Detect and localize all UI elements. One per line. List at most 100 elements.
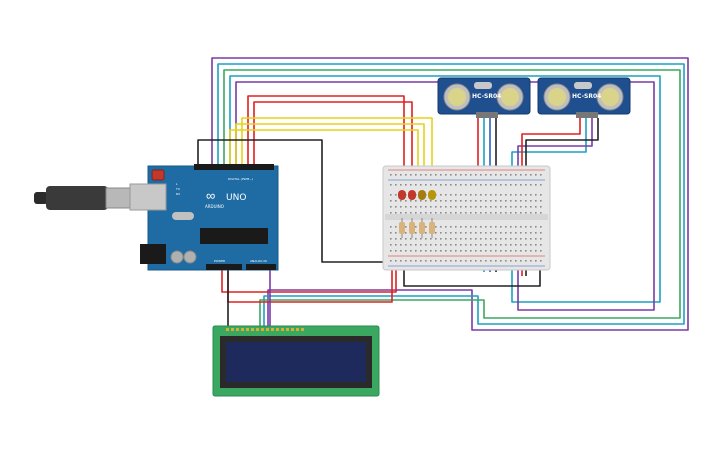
- breadboard-hole: [425, 232, 427, 234]
- resistor-2[interactable]: [409, 218, 415, 238]
- wire-purple-inner[interactable]: [235, 81, 655, 311]
- power-header: [206, 264, 242, 270]
- lcd-pin[interactable]: [296, 328, 299, 331]
- lcd-pin[interactable]: [276, 328, 279, 331]
- resistor-3[interactable]: [419, 218, 425, 238]
- lcd-pin[interactable]: [256, 328, 259, 331]
- breadboard-hole: [535, 194, 537, 196]
- wire-red-led2[interactable]: [253, 101, 413, 198]
- lcd-pin[interactable]: [226, 328, 229, 331]
- breadboard-hole: [515, 226, 517, 228]
- wire-teal-outer[interactable]: [217, 63, 685, 326]
- breadboard-hole: [460, 232, 462, 234]
- breadboard-hole: [460, 206, 462, 208]
- breadboard-hole: [415, 200, 417, 202]
- arduino-infinity-icon: ∞: [206, 188, 215, 203]
- led-3[interactable]: [418, 190, 426, 200]
- resistor-1[interactable]: [399, 218, 405, 238]
- breadboard[interactable]: [382, 165, 551, 271]
- sensor-2-pins: [576, 112, 598, 118]
- breadboard-hole: [390, 260, 392, 262]
- breadboard-hole: [530, 184, 532, 186]
- lcd-pin[interactable]: [286, 328, 289, 331]
- lcd-pin[interactable]: [261, 328, 264, 331]
- breadboard-hole: [435, 174, 437, 176]
- breadboard-hole: [390, 212, 392, 214]
- breadboard-hole: [540, 238, 542, 240]
- wire-yellow-led1[interactable]: [235, 123, 425, 198]
- lcd-pin[interactable]: [271, 328, 274, 331]
- lcd-pin-header: [226, 328, 304, 331]
- breadboard-hole: [455, 184, 457, 186]
- breadboard-hole: [535, 200, 537, 202]
- wire-yellow-led3[interactable]: [229, 129, 419, 198]
- breadboard-hole: [395, 250, 397, 252]
- lcd-pin[interactable]: [231, 328, 234, 331]
- breadboard-hole: [440, 194, 442, 196]
- breadboard-hole: [435, 250, 437, 252]
- breadboard-hole: [515, 238, 517, 240]
- lcd-pin[interactable]: [291, 328, 294, 331]
- lcd-display[interactable]: [212, 325, 380, 397]
- led-1[interactable]: [398, 190, 406, 200]
- wire-black-rail[interactable]: [403, 264, 541, 287]
- lcd-pin[interactable]: [246, 328, 249, 331]
- breadboard-hole: [390, 250, 392, 252]
- breadboard-hole: [465, 232, 467, 234]
- breadboard-hole: [475, 194, 477, 196]
- breadboard-hole: [415, 174, 417, 176]
- breadboard-hole: [420, 200, 422, 202]
- breadboard-hole: [440, 250, 442, 252]
- breadboard-hole: [535, 184, 537, 186]
- lcd-pin[interactable]: [266, 328, 269, 331]
- breadboard-hole: [445, 244, 447, 246]
- lcd-pin[interactable]: [236, 328, 239, 331]
- breadboard-hole: [485, 212, 487, 214]
- arduino-uno[interactable]: ∞ UNO ARDUINO DIGITAL (PWM~) TX RX L POW…: [34, 164, 279, 271]
- analog-header: [246, 264, 276, 270]
- wire-red-led1[interactable]: [247, 95, 405, 198]
- lcd-pin[interactable]: [281, 328, 284, 331]
- arduino-board: [147, 165, 279, 271]
- breadboard-hole: [475, 260, 477, 262]
- lcd-pin[interactable]: [301, 328, 304, 331]
- breadboard-hole: [390, 206, 392, 208]
- breadboard-hole: [480, 244, 482, 246]
- breadboard-hole: [520, 200, 522, 202]
- breadboard-hole: [465, 226, 467, 228]
- ultrasonic-sensor-1[interactable]: HC-SR04: [437, 77, 531, 118]
- wire-green-outer[interactable]: [223, 69, 681, 326]
- breadboard-hole: [435, 260, 437, 262]
- breadboard-hole: [400, 212, 402, 214]
- breadboard-hole: [520, 226, 522, 228]
- breadboard-hole: [485, 232, 487, 234]
- breadboard-hole: [440, 200, 442, 202]
- breadboard-hole: [400, 244, 402, 246]
- led-4[interactable]: [428, 190, 436, 200]
- led-2[interactable]: [408, 190, 416, 200]
- reset-button[interactable]: [151, 169, 165, 181]
- breadboard-hole: [500, 226, 502, 228]
- capacitor-2-icon: [183, 250, 197, 264]
- lcd-pin[interactable]: [251, 328, 254, 331]
- wire-purple-outer[interactable]: [211, 57, 689, 331]
- wire-yellow-led2[interactable]: [241, 117, 433, 198]
- breadboard-hole: [525, 260, 527, 262]
- breadboard-hole: [460, 260, 462, 262]
- breadboard-hole: [490, 250, 492, 252]
- resistor-4[interactable]: [429, 218, 435, 238]
- breadboard-hole: [520, 250, 522, 252]
- wire-red-5v[interactable]: [221, 262, 397, 293]
- ultrasonic-sensor-2[interactable]: HC-SR04: [537, 77, 631, 118]
- lcd-pin[interactable]: [241, 328, 244, 331]
- wire-teal-inner[interactable]: [229, 75, 661, 303]
- breadboard-hole: [505, 194, 507, 196]
- breadboard-hole: [480, 238, 482, 240]
- breadboard-hole: [465, 174, 467, 176]
- breadboard-hole: [435, 244, 437, 246]
- breadboard-hole: [430, 184, 432, 186]
- breadboard-hole: [430, 212, 432, 214]
- breadboard-hole: [415, 206, 417, 208]
- breadboard-hole: [540, 200, 542, 202]
- breadboard-hole: [405, 250, 407, 252]
